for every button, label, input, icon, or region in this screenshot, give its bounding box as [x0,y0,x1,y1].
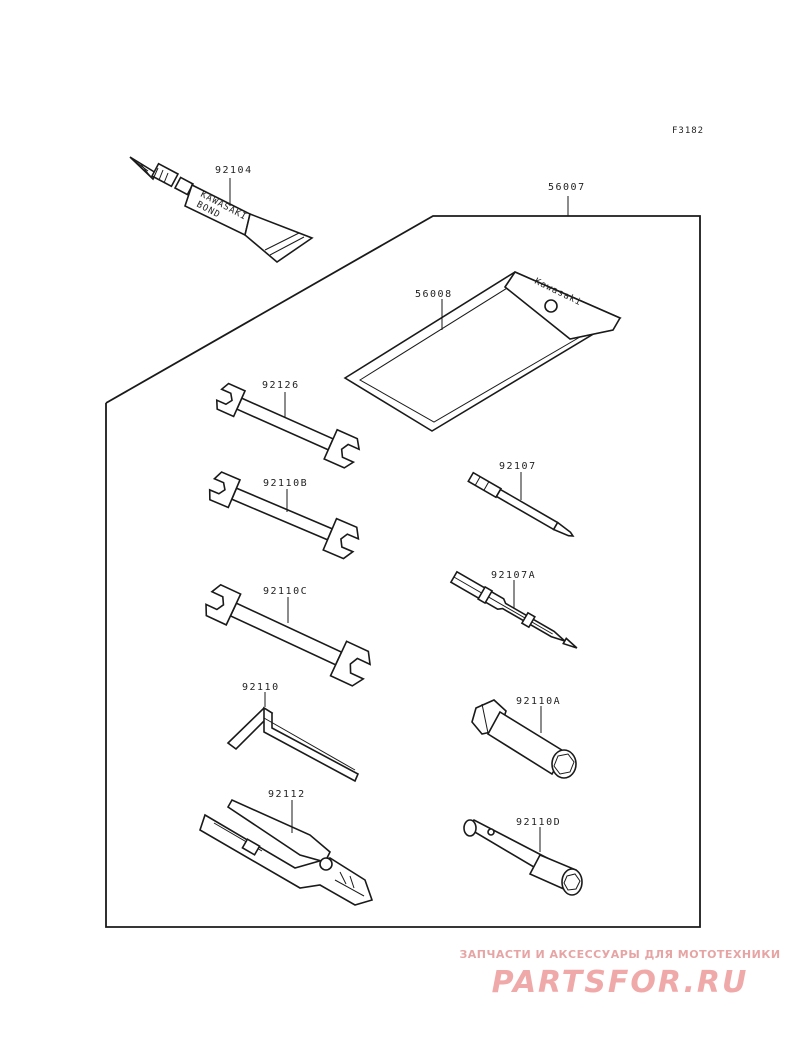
socket-92110a [471,699,577,779]
tool-pouch: Kawasaki [343,270,622,432]
label-wrench-a: 92126 [262,380,300,391]
wrench-92126 [215,382,361,469]
label-screwdriver: 92107 [499,461,537,472]
wrench-92110b [208,471,360,560]
watermark: ЗАПЧАСТИ И АКСЕССУАРЫ ДЛЯ МОТОТЕХНИКИ PA… [440,948,800,1000]
label-pliers: 92112 [268,789,306,800]
wrench-92110c [205,583,372,687]
label-wrench-c: 92110C [263,586,308,597]
label-pouch: 56008 [415,289,453,300]
toolkit-outline [105,196,701,928]
label-socket-d: 92110D [516,817,561,828]
pliers [199,798,374,906]
label-socket-a: 92110A [516,696,561,707]
label-wrench-b: 92110B [263,478,308,489]
watermark-tagline: ЗАПЧАСТИ И АКСЕССУАРЫ ДЛЯ МОТОТЕХНИКИ [459,948,781,961]
screwdriver [467,471,575,537]
label-hex-key: 92110 [242,682,280,693]
figure-code: F3182 [672,126,704,136]
label-bond: 92104 [215,165,253,176]
label-screwdriver-handle: 92107A [491,570,536,581]
hex-key [226,706,360,783]
socket-92110d [463,818,583,896]
screwdriver-handle [449,570,578,649]
label-toolkit: 56007 [548,182,586,193]
watermark-logo: PARTSFOR.RU [491,965,749,1000]
